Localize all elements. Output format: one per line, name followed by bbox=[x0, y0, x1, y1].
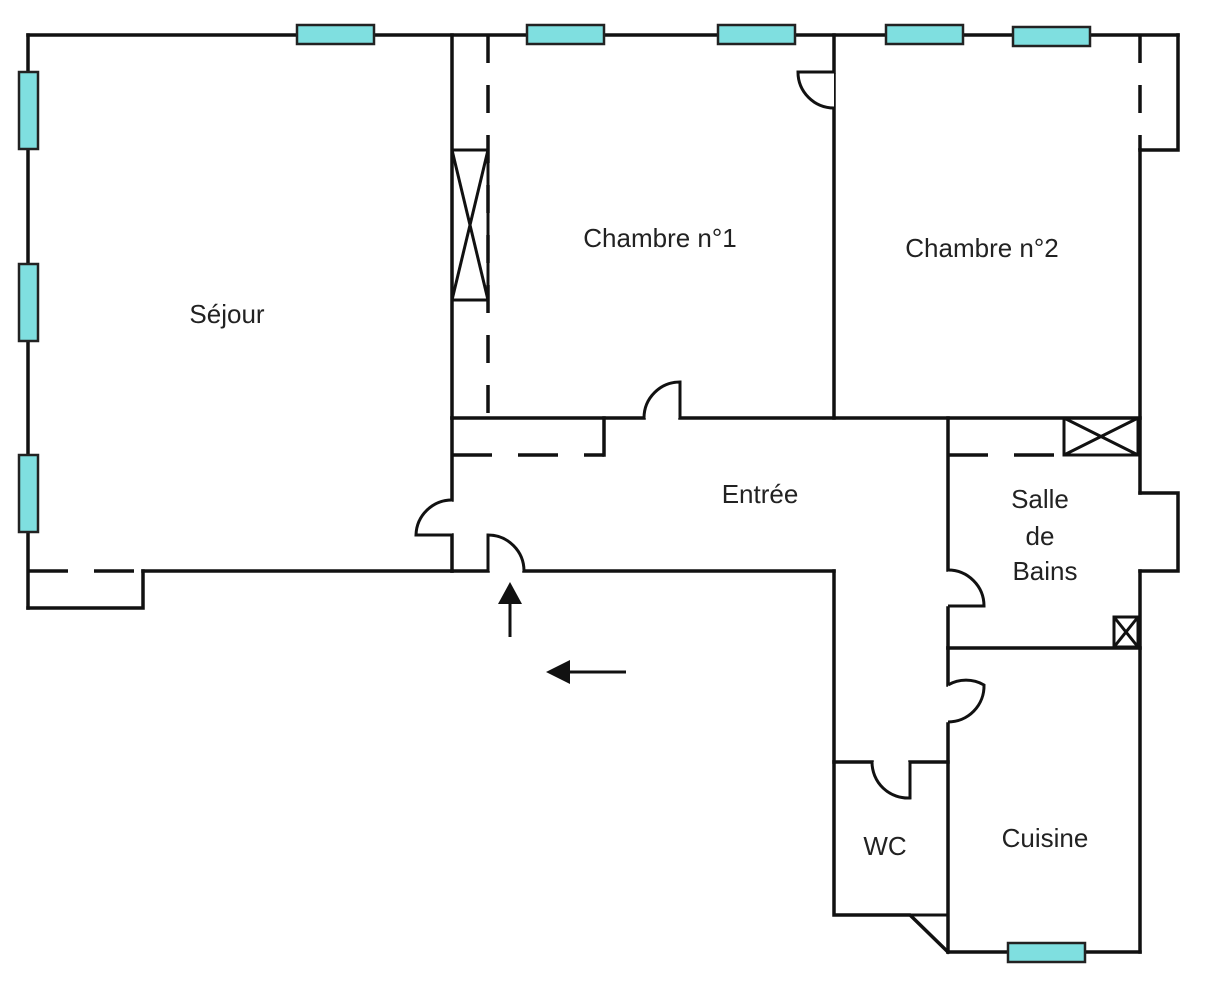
door-salle-de-bains bbox=[947, 568, 986, 608]
windows bbox=[17, 23, 1092, 964]
window-top-3 bbox=[716, 23, 797, 46]
label-de: de bbox=[1026, 521, 1055, 551]
label-sejour: Séjour bbox=[189, 299, 264, 329]
entry-arrows bbox=[498, 582, 626, 684]
duct-small bbox=[1112, 615, 1140, 649]
duct-salle-de-bains bbox=[1062, 416, 1140, 457]
label-wc: WC bbox=[863, 831, 906, 861]
arrow-up-icon bbox=[498, 582, 522, 604]
label-bains: Bains bbox=[1012, 556, 1077, 586]
arrow-left-icon bbox=[546, 660, 570, 684]
window-left-1 bbox=[17, 70, 40, 151]
window-left-3 bbox=[17, 453, 40, 534]
duct-chambre1 bbox=[450, 148, 490, 302]
window-top-4 bbox=[884, 23, 965, 46]
label-cuisine: Cuisine bbox=[1002, 823, 1089, 853]
door-sejour bbox=[414, 498, 453, 537]
label-chambre1: Chambre n°1 bbox=[583, 223, 736, 253]
interior-walls bbox=[28, 33, 1142, 954]
exterior-walls bbox=[26, 33, 1180, 955]
window-top-1 bbox=[295, 23, 376, 46]
door-chambre2 bbox=[796, 70, 835, 110]
window-top-2 bbox=[525, 23, 606, 46]
door-cuisine bbox=[947, 678, 986, 724]
room-labels: Séjour Chambre n°1 Chambre n°2 Entrée Sa… bbox=[189, 223, 1088, 861]
window-cuisine bbox=[1006, 941, 1087, 964]
doors bbox=[414, 70, 986, 800]
door-chambre1 bbox=[642, 380, 682, 419]
window-top-5 bbox=[1011, 25, 1092, 48]
door-wc bbox=[870, 761, 912, 800]
label-entree: Entrée bbox=[722, 479, 799, 509]
window-left-2 bbox=[17, 262, 40, 343]
label-salle: Salle bbox=[1011, 484, 1069, 514]
label-chambre2: Chambre n°2 bbox=[905, 233, 1058, 263]
door-entry bbox=[486, 533, 526, 572]
